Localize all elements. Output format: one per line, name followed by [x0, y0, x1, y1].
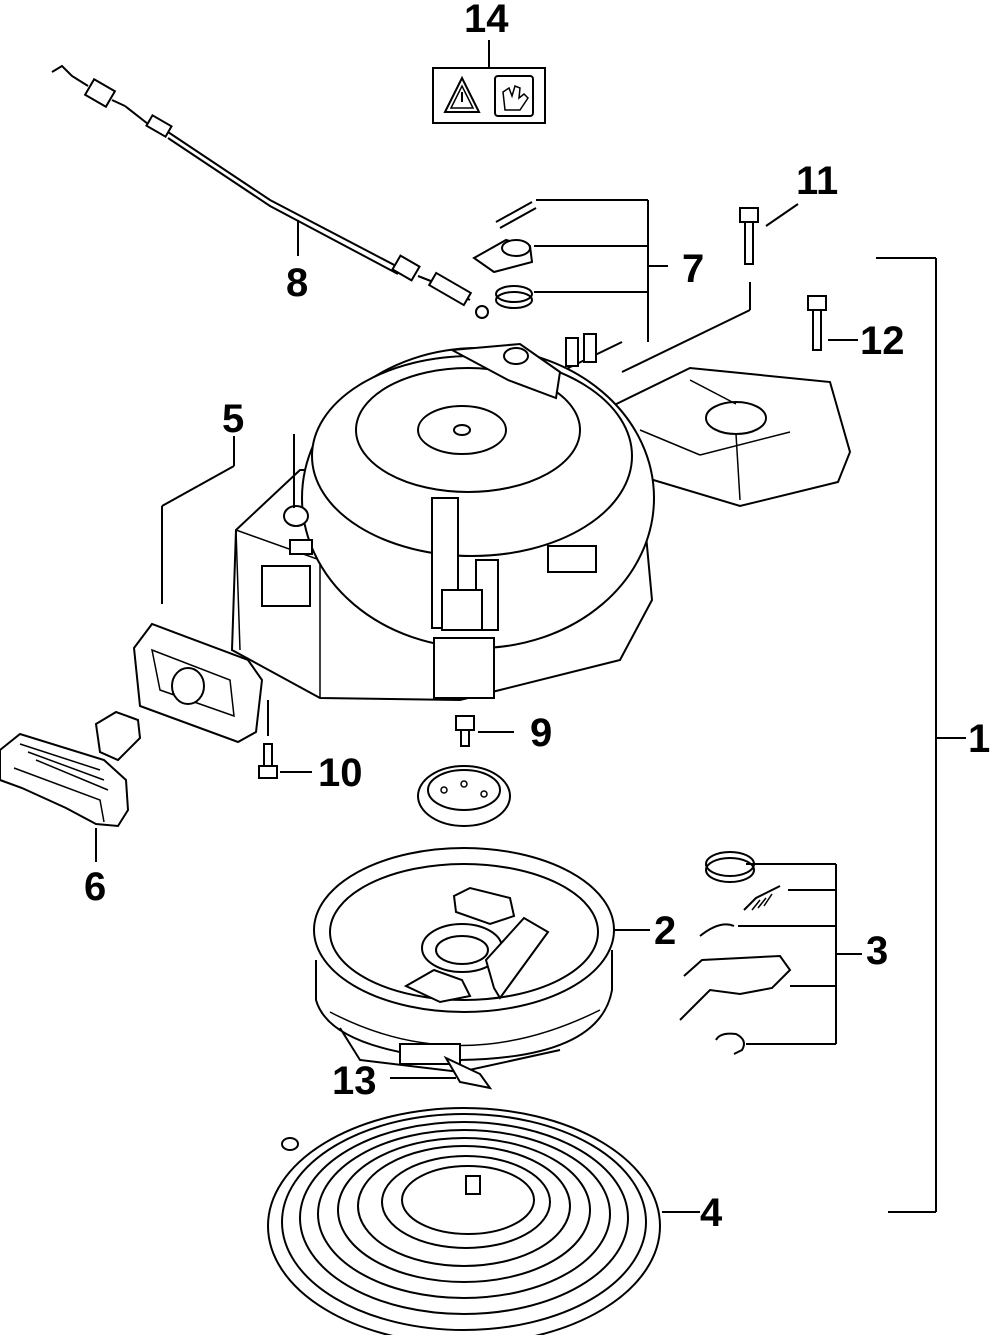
callout-12: 12	[860, 319, 905, 363]
bolt-10	[258, 743, 312, 779]
callout-6: 6	[84, 865, 106, 909]
starter-housing	[230, 342, 852, 702]
assembly-bracket	[876, 257, 966, 1213]
callout-14: 14	[464, 0, 509, 41]
spring-plate	[417, 765, 511, 827]
bolt-12	[807, 295, 858, 351]
callout-2: 2	[654, 909, 676, 953]
bolt-11	[621, 203, 799, 373]
hand-caution-icon	[494, 75, 534, 117]
grommet	[132, 436, 269, 744]
callout-8: 8	[286, 261, 308, 305]
warning-decal	[432, 40, 546, 124]
pawl-parts	[679, 851, 862, 1055]
callout-4: 4	[700, 1191, 723, 1235]
callout-13: 13	[332, 1059, 377, 1103]
callout-11: 11	[796, 159, 838, 203]
callout-3: 3	[866, 929, 888, 973]
reel-pulley	[313, 847, 650, 1090]
warning-triangle-icon	[443, 75, 481, 113]
recoil-spring	[267, 1107, 700, 1335]
callout-10: 10	[318, 751, 363, 795]
callout-7: 7	[682, 247, 704, 291]
callout-5: 5	[222, 397, 244, 441]
linkage-parts	[472, 199, 668, 373]
starter-handle	[0, 710, 142, 862]
callout-1: 1	[968, 717, 990, 761]
callout-9: 9	[530, 711, 552, 755]
throttle-cable	[51, 64, 489, 319]
bolt-9	[455, 715, 514, 747]
